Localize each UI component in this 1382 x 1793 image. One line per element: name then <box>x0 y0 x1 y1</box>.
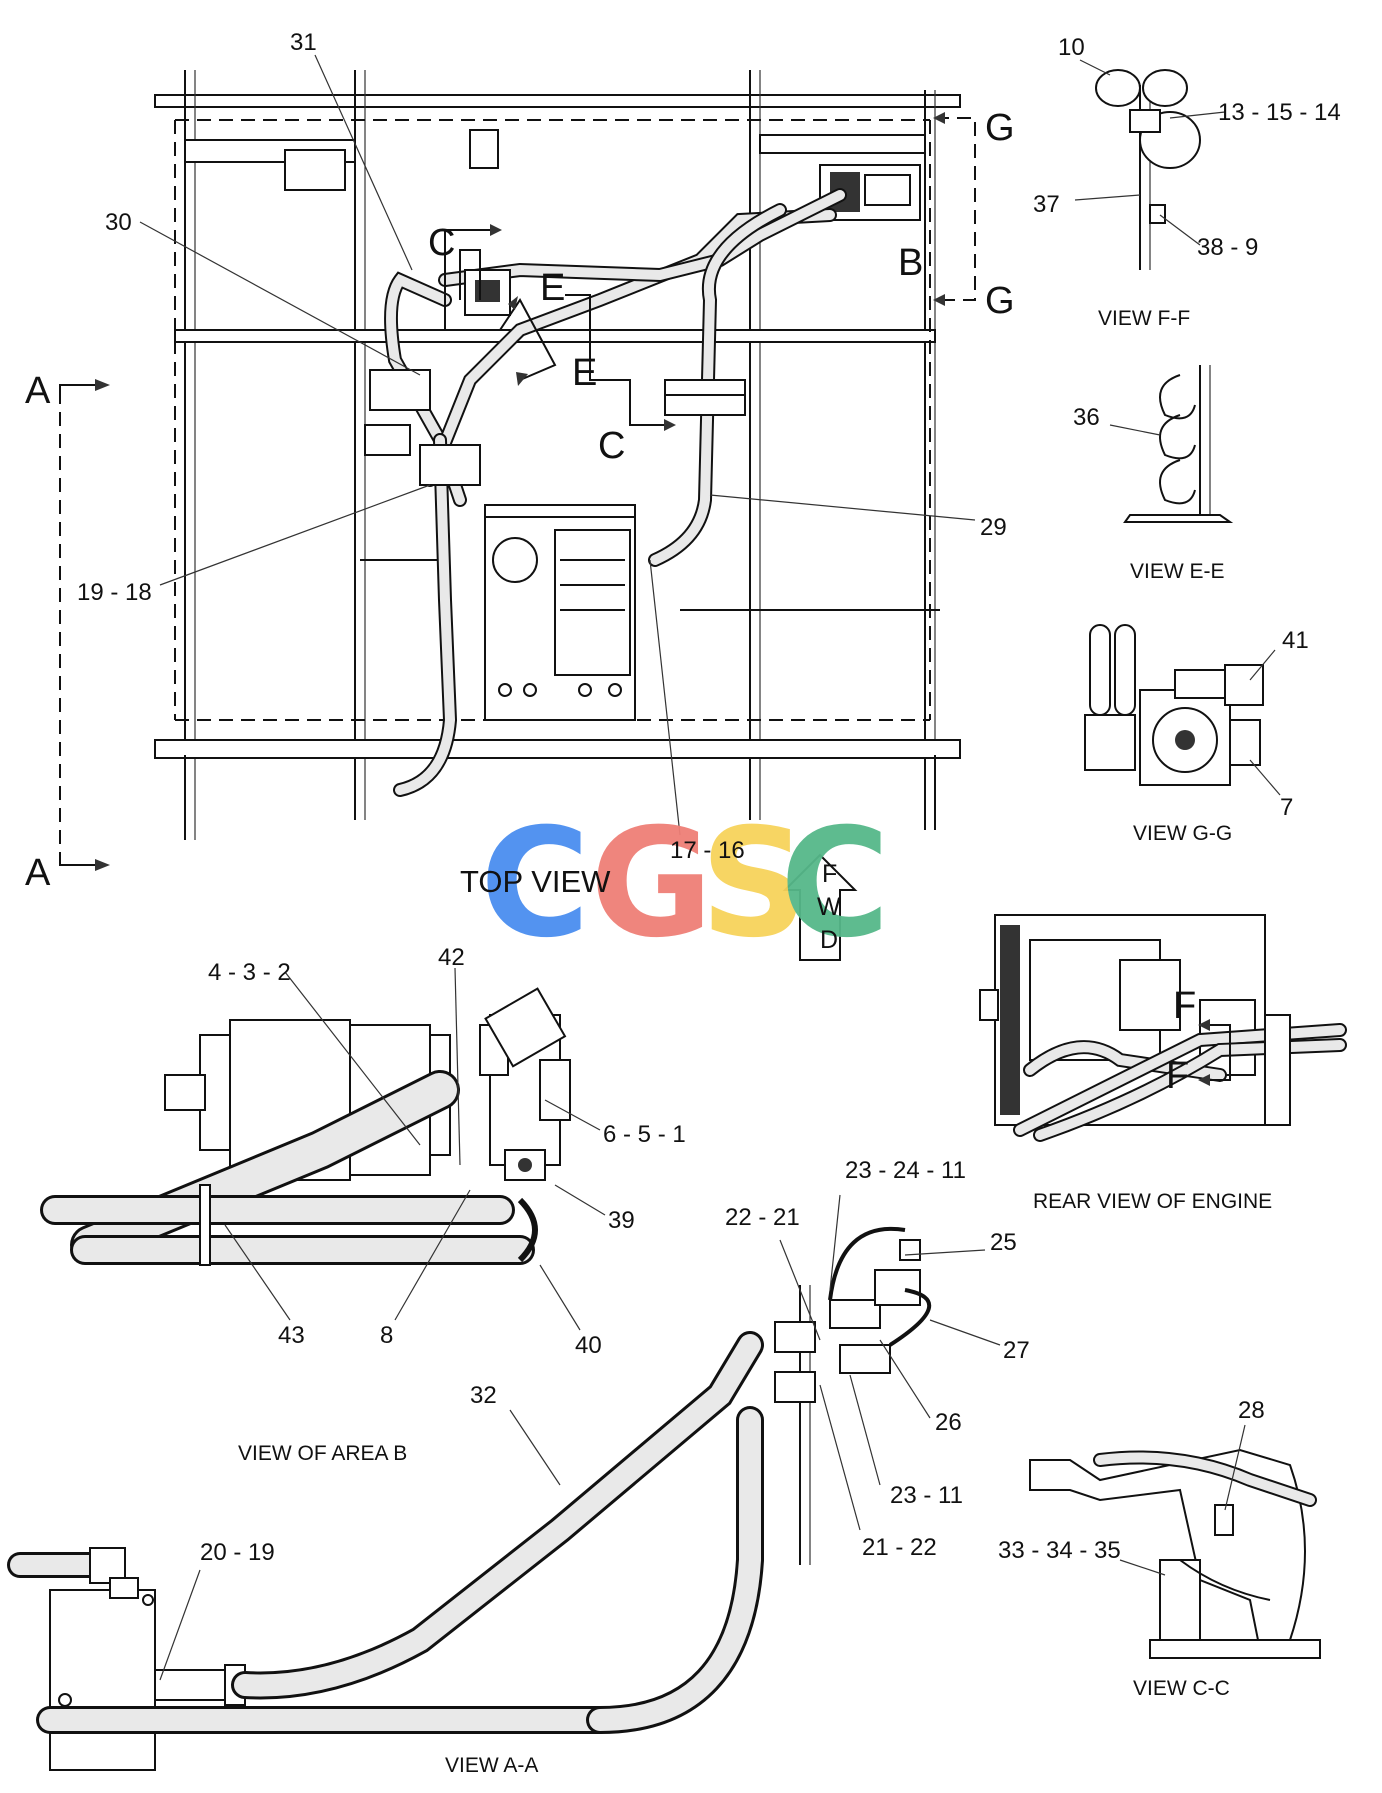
callout-19-18: 19 - 18 <box>77 579 152 606</box>
view-cc-caption: VIEW C-C <box>1133 1677 1230 1700</box>
callout-13-15-14: 13 - 15 - 14 <box>1218 99 1341 126</box>
fwd-letter: F <box>822 860 837 888</box>
callout-43: 43 <box>278 1322 305 1349</box>
view-ee-caption: VIEW E-E <box>1130 560 1225 583</box>
section-marker-c: C <box>598 425 625 467</box>
callout-33-34-35: 33 - 34 - 35 <box>998 1537 1121 1564</box>
callout-39: 39 <box>608 1207 635 1234</box>
view-gg-caption: VIEW G-G <box>1133 822 1232 845</box>
section-marker-c: C <box>428 222 455 264</box>
callout-8: 8 <box>380 1322 393 1349</box>
callout-40: 40 <box>575 1332 602 1359</box>
cgsc-watermark: C G S C <box>480 797 890 971</box>
callout-23-11: 23 - 11 <box>890 1482 963 1509</box>
callout-29: 29 <box>980 514 1007 541</box>
callout-23-24-11: 23 - 24 - 11 <box>845 1157 966 1184</box>
callout-4-3-2: 4 - 3 - 2 <box>208 959 291 986</box>
rear-view-caption: REAR VIEW OF ENGINE <box>1033 1190 1272 1213</box>
section-marker-f: F <box>1166 1055 1189 1097</box>
callout-10: 10 <box>1058 34 1085 61</box>
area-b-caption: VIEW OF AREA B <box>238 1442 407 1465</box>
section-marker-f: F <box>1173 985 1196 1027</box>
view-c-c <box>1029 1424 1321 1659</box>
section-marker-b: B <box>898 242 923 284</box>
watermark-letter: S <box>700 797 808 971</box>
view-ee <box>1109 365 1234 523</box>
section-marker-e: E <box>572 352 597 394</box>
callout-7: 7 <box>1280 794 1293 821</box>
fwd-letter: D <box>820 926 838 954</box>
callout-32: 32 <box>470 1382 497 1409</box>
callout-31: 31 <box>290 29 317 56</box>
section-marker-e: E <box>540 267 565 309</box>
view-ff <box>1074 59 1226 270</box>
callout-17-16: 17 - 16 <box>670 837 745 864</box>
top-view <box>59 54 976 961</box>
view-of-area-b <box>40 967 606 1331</box>
callout-25: 25 <box>990 1229 1017 1256</box>
watermark-letter: C <box>480 797 590 971</box>
fwd-letter: W <box>817 893 841 921</box>
rear-view-of-engine <box>979 914 1347 1142</box>
callout-37: 37 <box>1033 191 1060 218</box>
callout-26: 26 <box>935 1409 962 1436</box>
view-ff-caption: VIEW F-F <box>1098 307 1190 330</box>
top-view-caption: TOP VIEW <box>460 864 611 899</box>
section-marker-g: G <box>985 107 1015 149</box>
callout-36: 36 <box>1073 404 1100 431</box>
callout-38-9: 38 - 9 <box>1197 234 1258 261</box>
callout-41: 41 <box>1282 627 1309 654</box>
callout-20-19: 20 - 19 <box>200 1539 275 1566</box>
callout-22-21: 22 - 21 <box>725 1204 800 1231</box>
section-marker-g: G <box>985 280 1015 322</box>
view-a-a <box>7 1194 1001 1771</box>
section-marker-a: A <box>25 852 51 894</box>
callout-27: 27 <box>1003 1337 1030 1364</box>
callout-6-5-1: 6 - 5 - 1 <box>603 1121 686 1148</box>
callout-21-22: 21 - 22 <box>862 1534 937 1561</box>
view-aa-caption: VIEW A-A <box>445 1754 538 1777</box>
watermark-letter: G <box>590 797 713 971</box>
callout-30: 30 <box>105 209 132 236</box>
callout-28: 28 <box>1238 1397 1265 1424</box>
section-marker-a: A <box>25 370 51 412</box>
callout-42: 42 <box>438 944 465 971</box>
watermark-letter: C <box>780 797 890 971</box>
view-gg <box>1084 624 1281 796</box>
